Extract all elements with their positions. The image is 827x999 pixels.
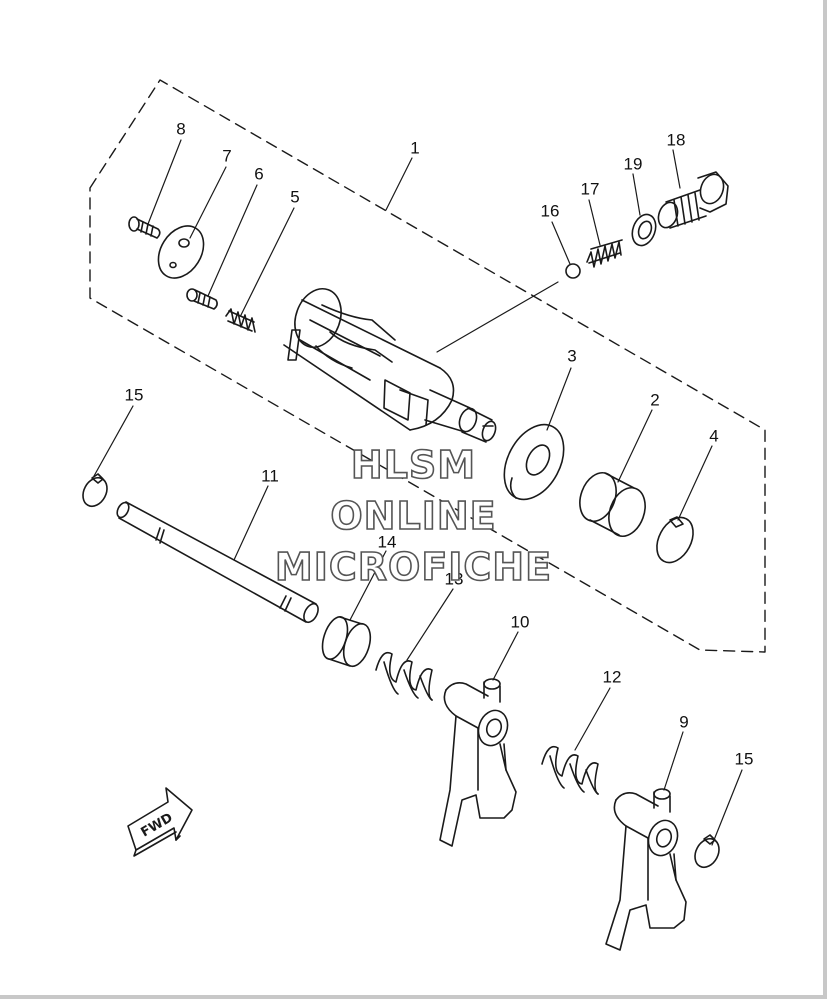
callout-18: 18 <box>666 130 686 150</box>
callout-6: 6 <box>254 164 264 184</box>
callout-12: 12 <box>602 667 622 687</box>
callout-13: 13 <box>444 569 464 589</box>
part-18-bolt <box>657 171 729 229</box>
callout-16: 16 <box>540 201 560 221</box>
part-13-spring <box>375 651 433 701</box>
callout-10: 10 <box>510 612 530 632</box>
bottom-border <box>0 995 827 999</box>
part-10-shift-fork <box>439 678 517 847</box>
leader-lines <box>93 139 743 846</box>
callout-14: 14 <box>377 532 397 552</box>
part-12-spring <box>541 745 599 795</box>
callout-5: 5 <box>290 187 300 207</box>
part-19-washer <box>631 213 657 247</box>
callout-17: 17 <box>580 179 600 199</box>
callout-9: 9 <box>679 712 689 732</box>
part-8-screw <box>128 216 161 239</box>
callout-2: 2 <box>650 390 660 410</box>
watermark-line-3: MICROFICHE <box>274 545 553 589</box>
part-5-spring <box>225 308 256 333</box>
callout-11: 11 <box>261 466 279 486</box>
watermark-line-1: HLSM <box>350 443 477 487</box>
part-1-shift-drum <box>283 288 497 443</box>
assembly-boundary <box>89 79 766 653</box>
callout-8: 8 <box>176 119 186 139</box>
part-7-plate <box>157 225 205 279</box>
part-2-collar <box>579 471 646 538</box>
part-6-pin <box>186 288 218 310</box>
part-3-washer <box>503 423 565 501</box>
part-15-circlip-left <box>82 473 108 508</box>
callout-19: 19 <box>623 154 643 174</box>
callout-15-left: 15 <box>124 385 144 405</box>
part-9-shift-fork <box>605 788 687 951</box>
part-11-shaft <box>116 501 319 624</box>
part-17-spring <box>586 239 623 268</box>
watermark-line-2: ONLINE <box>330 494 497 538</box>
callout-7: 7 <box>222 146 232 166</box>
part-16-ball <box>565 263 581 279</box>
callout-4: 4 <box>709 426 719 446</box>
right-border <box>823 0 827 999</box>
callout-3: 3 <box>567 346 577 366</box>
callout-1: 1 <box>410 138 420 158</box>
part-14-collar <box>321 616 372 668</box>
part-15-circlip-right <box>694 834 720 869</box>
fwd-arrow-icon <box>127 787 193 857</box>
callout-15-right: 15 <box>734 749 754 769</box>
part-4-circlip <box>656 516 694 564</box>
